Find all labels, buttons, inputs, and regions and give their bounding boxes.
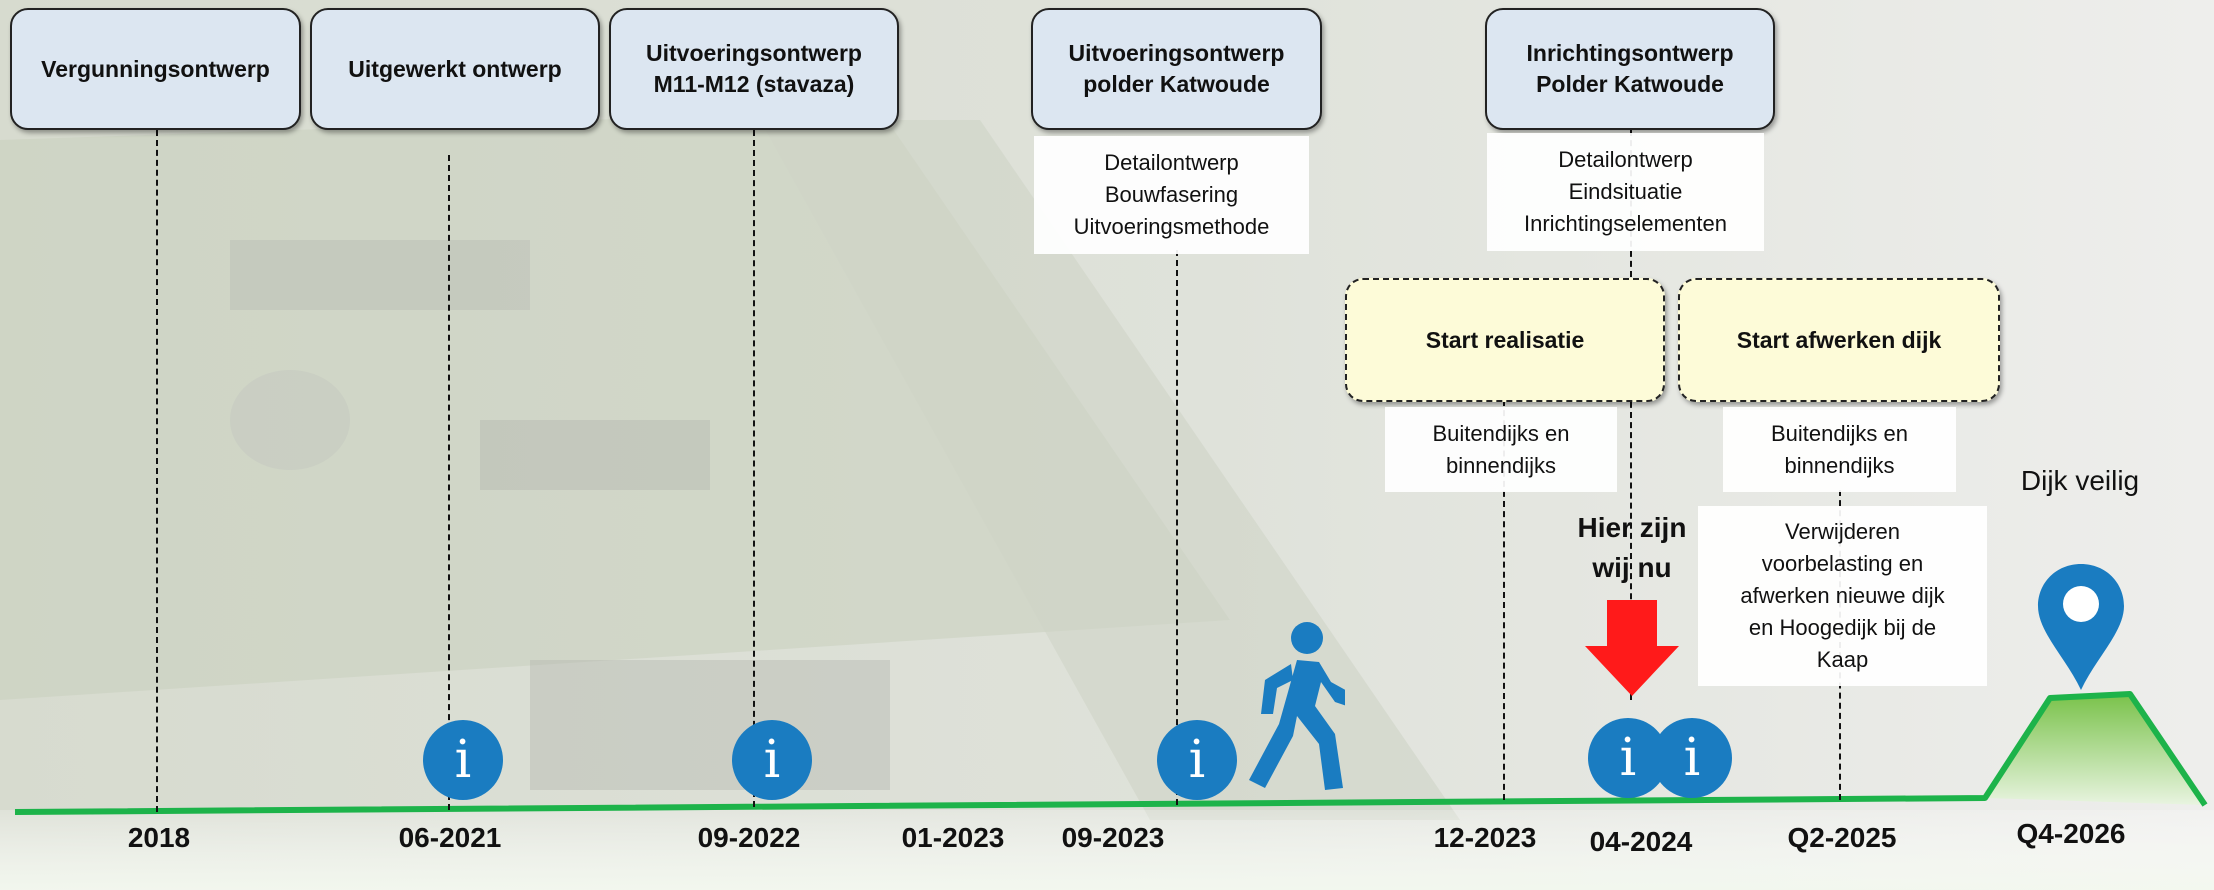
date-label: Q4-2026	[2016, 818, 2126, 849]
note-realisatie-scope: Buitendijks en binnendijks	[1385, 407, 1617, 492]
connector-09-2022	[753, 130, 755, 807]
location-pin-icon	[2038, 564, 2124, 690]
connector-12-2023	[1503, 400, 1505, 800]
note-inrichting-detail: Detailontwerp Eindsituatie Inrichtingsel…	[1487, 133, 1764, 251]
info-icon[interactable]: i	[423, 720, 503, 800]
phase-inrichtingsontwerp-polder-katwoude: Inrichtingsontwerp Polder Katwoude	[1485, 8, 1775, 130]
note-afwerken-scope: Buitendijks en binnendijks	[1723, 407, 1956, 492]
connector-06-2021	[448, 155, 450, 810]
connector-2018	[156, 130, 158, 812]
phase-uitgewerkt-ontwerp: Uitgewerkt ontwerp	[310, 8, 600, 130]
info-icon[interactable]: i	[1157, 720, 1237, 800]
phase-uitvoeringsontwerp-polder-katwoude: Uitvoeringsontwerp polder Katwoude	[1031, 8, 1322, 130]
date-label: 09-2022	[697, 822, 801, 853]
walking-person-icon	[1249, 622, 1345, 790]
note-katwoude-detail: Detailontwerp Bouwfasering Uitvoeringsme…	[1034, 136, 1309, 254]
date-label: 01-2023	[901, 822, 1005, 853]
date-label: 09-2023	[1061, 822, 1165, 853]
date-label: 2018	[127, 822, 191, 853]
down-arrow-icon	[1585, 600, 1679, 696]
goal-label: Dijk veilig	[2020, 465, 2140, 496]
info-icon[interactable]: i	[1652, 718, 1732, 798]
date-label: 04-2024	[1589, 826, 1693, 857]
note-afwerken-detail: Verwijderen voorbelasting en afwerken ni…	[1698, 506, 1987, 686]
current-position-label: Hier zijn wij nu	[1577, 512, 1687, 583]
milestone-start-realisatie: Start realisatie	[1345, 278, 1665, 402]
phase-vergunningsontwerp: Vergunningsontwerp	[10, 8, 301, 130]
date-label: 12-2023	[1433, 822, 1537, 853]
milestone-start-afwerken-dijk: Start afwerken dijk	[1678, 278, 2000, 402]
info-icon[interactable]: i	[732, 720, 812, 800]
phase-uitvoeringsontwerp-m11-m12: Uitvoeringsontwerp M11-M12 (stavaza)	[609, 8, 899, 130]
connector-04-2024	[1630, 130, 1632, 700]
date-label: 06-2021	[398, 822, 502, 853]
date-label: Q2-2025	[1787, 822, 1897, 853]
connector-09-2023	[1176, 250, 1178, 805]
